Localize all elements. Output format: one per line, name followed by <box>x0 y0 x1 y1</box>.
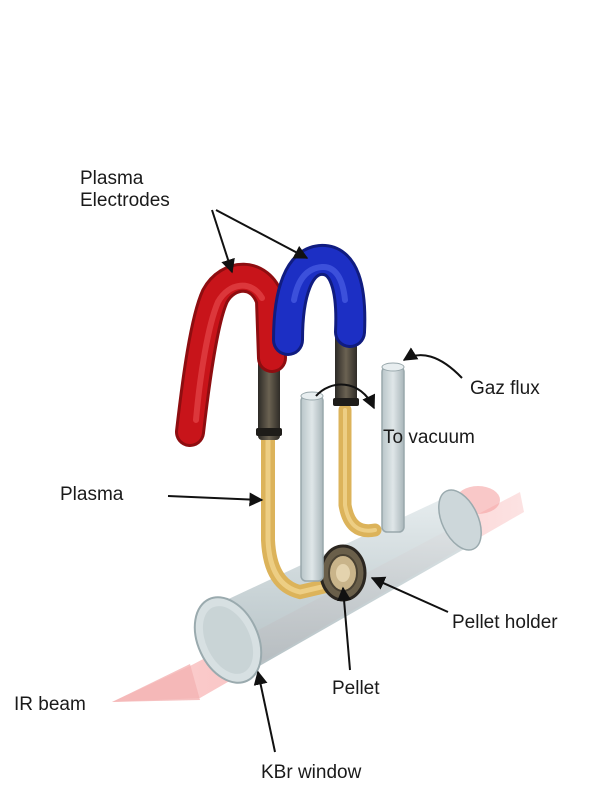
label-pellet: Pellet <box>332 678 380 700</box>
arrow-gaz-flux <box>404 355 462 378</box>
blue-electrode <box>288 260 350 340</box>
arrow-electrodes-red <box>212 210 232 272</box>
arrow-kbr-window <box>258 672 275 752</box>
label-gaz-flux: Gaz flux <box>470 378 540 400</box>
label-to-vacuum: To vacuum <box>383 427 475 449</box>
label-ir-beam: IR beam <box>14 694 86 716</box>
arrow-electrodes-blue <box>216 210 307 258</box>
label-plasma-electrodes: Plasma Electrodes <box>80 168 170 212</box>
label-kbr-window: KBr window <box>261 762 361 784</box>
label-pellet-holder: Pellet holder <box>452 612 558 634</box>
arrow-plasma <box>168 496 262 500</box>
label-plasma: Plasma <box>60 484 123 506</box>
label-plasma-electrodes-line1: Plasma <box>80 168 170 190</box>
label-plasma-electrodes-line2: Electrodes <box>80 190 170 212</box>
